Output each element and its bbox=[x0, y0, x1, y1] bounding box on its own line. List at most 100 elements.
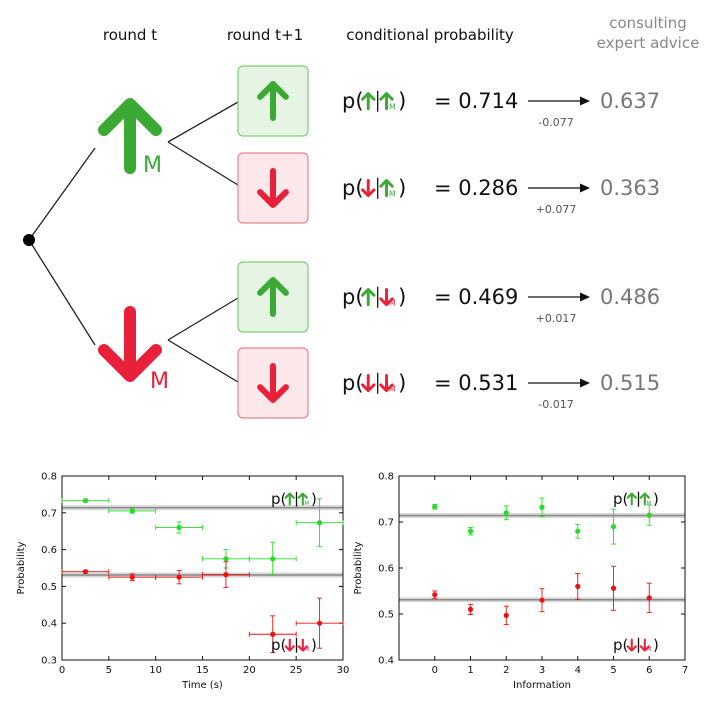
plot-label-bottom-right: p( M) bbox=[271, 636, 317, 654]
down-arrow-icon bbox=[361, 179, 376, 198]
m-subscript: M bbox=[305, 501, 310, 507]
x-tick-label: 5 bbox=[610, 665, 616, 676]
data-point bbox=[82, 498, 89, 504]
p-prefix: p( bbox=[613, 490, 628, 508]
y-tick-label: 0.6 bbox=[41, 545, 57, 556]
y-tick-label: 0.5 bbox=[378, 610, 394, 621]
p-close: ) bbox=[653, 490, 659, 508]
y-tick-label: 0.8 bbox=[378, 472, 394, 483]
down-arrow-icon bbox=[284, 638, 295, 652]
data-point bbox=[467, 606, 474, 613]
down-arrow-icon bbox=[361, 374, 376, 393]
up-arrow-icon bbox=[379, 179, 394, 198]
up-arrow-icon bbox=[626, 492, 637, 506]
x-axis-label: Information bbox=[513, 680, 571, 691]
down-arrow-icon bbox=[257, 363, 289, 403]
x-tick-label: 7 bbox=[682, 665, 688, 676]
data-point bbox=[82, 569, 89, 575]
m-label-up: M bbox=[143, 153, 162, 178]
x-axis-label: Time (s) bbox=[181, 680, 223, 691]
header-expert-line2: expert advice bbox=[597, 34, 700, 52]
probability-notation: p(M) bbox=[342, 176, 406, 200]
data-point bbox=[432, 592, 438, 598]
data-point bbox=[432, 504, 438, 510]
y-tick-label: 0.7 bbox=[378, 518, 394, 529]
arrow-right-icon bbox=[580, 96, 590, 106]
x-tick-label: 25 bbox=[290, 665, 303, 676]
data-point bbox=[223, 572, 229, 578]
data-point bbox=[176, 524, 182, 531]
up-arrow-icon bbox=[257, 277, 289, 317]
advice-value: 0.637 bbox=[600, 89, 660, 113]
down-arrow-icon bbox=[639, 638, 650, 652]
m-subscript: M bbox=[389, 299, 396, 308]
x-tick-label: 15 bbox=[196, 665, 209, 676]
data-point bbox=[646, 595, 652, 601]
data-point bbox=[316, 620, 323, 626]
big-down-arrow-icon bbox=[98, 306, 162, 382]
p-prefix: p( bbox=[342, 176, 364, 200]
p-prefix: p( bbox=[613, 636, 628, 654]
data-point bbox=[610, 585, 617, 591]
m-subscript: M bbox=[647, 647, 652, 653]
advice-value: 0.486 bbox=[600, 285, 660, 309]
arrow-right-icon bbox=[580, 183, 590, 193]
data-point bbox=[129, 508, 135, 514]
probability-value: = 0.714 bbox=[434, 89, 518, 113]
delta-value: -0.077 bbox=[538, 116, 573, 129]
data-point bbox=[610, 524, 617, 530]
data-point bbox=[575, 528, 581, 534]
x-tick-label: 20 bbox=[243, 665, 256, 676]
up-arrow-icon bbox=[257, 81, 289, 121]
p-close: ) bbox=[398, 371, 406, 395]
probability-value: = 0.286 bbox=[434, 176, 518, 200]
m-label-down: M bbox=[150, 369, 169, 394]
data-point bbox=[503, 510, 509, 516]
data-point bbox=[575, 583, 581, 590]
p-close: ) bbox=[398, 176, 406, 200]
data-point bbox=[223, 556, 229, 562]
y-axis-label: Probability bbox=[16, 541, 27, 594]
plot-label-bottom-right: p( M) bbox=[613, 636, 659, 654]
m-subscript: M bbox=[389, 103, 396, 112]
arrow-right-icon bbox=[580, 378, 590, 388]
data-point bbox=[270, 631, 276, 637]
plot-label-top-right: p( M) bbox=[613, 490, 659, 508]
header-round-t: round t bbox=[103, 26, 157, 44]
y-tick-label: 0.4 bbox=[378, 656, 394, 667]
p-close: ) bbox=[653, 636, 659, 654]
down-arrow-icon bbox=[257, 168, 289, 208]
p-prefix: p( bbox=[271, 636, 286, 654]
data-point bbox=[270, 556, 276, 562]
p-prefix: p( bbox=[271, 490, 286, 508]
y-axis-label: Probability bbox=[353, 541, 364, 594]
p-close: ) bbox=[398, 89, 406, 113]
plot-frame bbox=[61, 475, 344, 661]
y-tick-label: 0.3 bbox=[41, 656, 57, 667]
data-point bbox=[316, 520, 323, 526]
probability-notation: p(M) bbox=[342, 371, 406, 395]
x-tick-label: 2 bbox=[503, 665, 509, 676]
p-prefix: p( bbox=[342, 285, 364, 309]
p-close: ) bbox=[311, 636, 317, 654]
m-subscript: M bbox=[647, 501, 652, 507]
data-point bbox=[176, 574, 182, 580]
plot-label-top-right: p(M) bbox=[271, 490, 317, 508]
up-arrow-icon bbox=[639, 492, 650, 506]
down-arrow-icon bbox=[297, 638, 308, 652]
x-tick-label: 4 bbox=[575, 665, 581, 676]
advice-value: 0.515 bbox=[600, 371, 660, 395]
x-tick-label: 5 bbox=[106, 665, 112, 676]
data-point bbox=[503, 612, 509, 618]
header-round-t1: round t+1 bbox=[227, 26, 303, 44]
m-subscript: M bbox=[305, 647, 310, 653]
up-arrow-icon bbox=[361, 92, 376, 111]
data-point bbox=[646, 512, 652, 518]
big-up-arrow-icon bbox=[98, 98, 162, 174]
x-tick-label: 6 bbox=[646, 665, 652, 676]
y-tick-label: 0.7 bbox=[41, 508, 57, 519]
